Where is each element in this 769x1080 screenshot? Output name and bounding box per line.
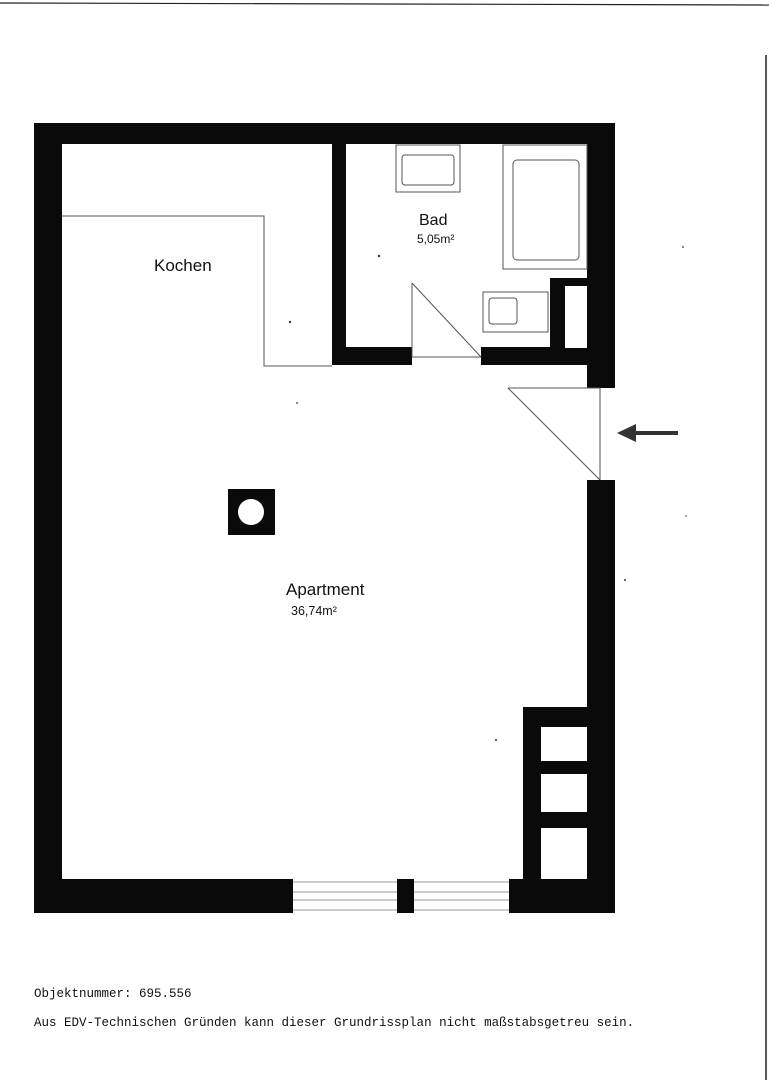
scan-speckles [288, 246, 687, 741]
wall-right-lower [587, 480, 615, 913]
bath-wall-bottom-left [332, 347, 412, 365]
wall-bottom-mullion [397, 879, 414, 913]
bath-label: Bad [419, 212, 447, 229]
bathroom-walls [332, 140, 587, 365]
wall-right-upper [587, 123, 615, 388]
toilet [395, 144, 461, 193]
window-bottom [293, 881, 509, 911]
built-in-closet [523, 707, 587, 912]
disclaimer-text: Aus EDV-Technischen Gründen kann dieser … [34, 1016, 635, 1030]
object-number-label: Objektnummer: [34, 987, 132, 1001]
wall-left [34, 123, 62, 913]
wall-bottom-left [34, 879, 293, 913]
column-icon [228, 489, 275, 535]
bath-wall-left [332, 140, 346, 365]
washbasin [482, 291, 549, 333]
entrance-door [507, 387, 601, 481]
kitchen-label: Kochen [154, 256, 212, 275]
bath-shaft [550, 278, 587, 360]
bath-door [411, 282, 482, 358]
apartment-area: 36,74m² [291, 604, 337, 618]
bathtub [502, 144, 588, 270]
apartment-label: Apartment [286, 580, 365, 599]
kitchen-outline [62, 215, 332, 367]
object-number-value: 695.556 [139, 987, 192, 1001]
bath-area: 5,05m² [417, 232, 454, 246]
object-number-line: Objektnummer: 695.556 [34, 987, 192, 1001]
wall-top [34, 123, 615, 144]
entrance-arrow-icon [617, 424, 678, 442]
bath-fixtures [395, 144, 588, 333]
scan-border-top [0, 2, 769, 6]
